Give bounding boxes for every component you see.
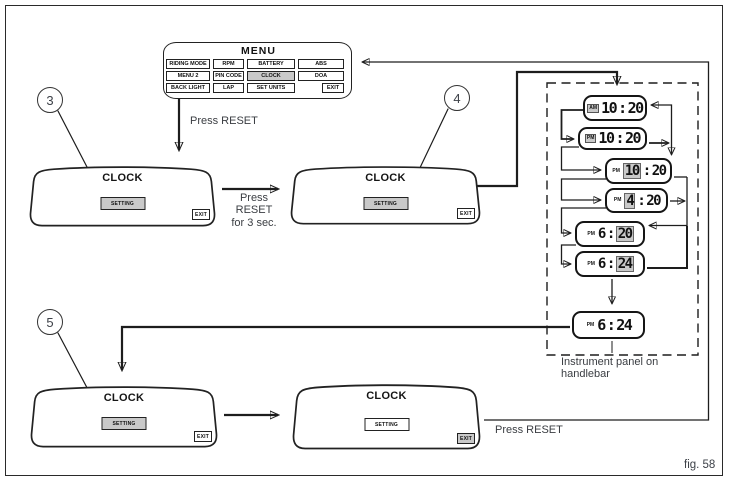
callout-step-3: 3 bbox=[37, 87, 63, 113]
menu-item-rpm: RPM bbox=[213, 59, 244, 69]
arrow-exit-return-to-menu bbox=[363, 62, 710, 421]
menu-item-clock: CLOCK bbox=[247, 71, 295, 81]
instrument-panel-dashed-frame bbox=[546, 82, 699, 356]
menu-row-2: MENU 2 PIN CODE CLOCK DOA bbox=[166, 71, 351, 81]
label-press-reset-exit: Press RESET bbox=[495, 424, 563, 436]
panel-title: CLOCK bbox=[103, 392, 145, 404]
loop-clock6-out-right bbox=[647, 226, 688, 269]
loop-back-to-clock1-right bbox=[652, 105, 673, 143]
menu-row-3: BACK LIGHT LAP SET UNITS EXIT bbox=[166, 83, 351, 93]
panel-outline bbox=[29, 166, 216, 227]
clock-panel-2: CLOCK SETTING EXIT bbox=[288, 166, 483, 225]
label-instrument-panel-line1: Instrument panel on bbox=[561, 356, 659, 368]
figure-number-label: fig. 58 bbox=[684, 459, 716, 471]
clock-panel-4: CLOCK SETTING EXIT bbox=[290, 384, 483, 450]
meridiem-label: PM bbox=[586, 321, 595, 328]
colon: : bbox=[606, 315, 616, 334]
panel-outline bbox=[292, 384, 481, 450]
clock-panel-1: CLOCK SETTING EXIT bbox=[27, 166, 218, 227]
setting-button: SETTING bbox=[363, 197, 408, 210]
setting-button: SETTING bbox=[100, 197, 145, 210]
menu-item-back-light: BACK LIGHT bbox=[166, 83, 210, 93]
callout-step-5: 5 bbox=[37, 309, 63, 335]
meridiem-label: PM bbox=[612, 167, 620, 174]
callout-step-4: 4 bbox=[444, 85, 470, 111]
menu-item-exit: EXIT bbox=[322, 83, 344, 93]
panel-title: CLOCK bbox=[102, 172, 143, 184]
hour-digits: 10 bbox=[601, 98, 618, 117]
loop-back-into-clock5-right bbox=[650, 177, 688, 226]
menu-box: MENU RIDING MODE RPM BATTERY ABS MENU 2 … bbox=[163, 42, 352, 99]
meridiem-label: PM bbox=[587, 230, 595, 237]
minute-digits: 24 bbox=[616, 315, 633, 334]
exit-button: EXIT bbox=[457, 433, 475, 444]
colon: : bbox=[642, 163, 651, 179]
colon: : bbox=[606, 256, 615, 272]
menu-item-set-units: SET UNITS bbox=[247, 83, 295, 93]
menu-item-pin-code: PIN CODE bbox=[213, 71, 244, 81]
meridiem-label: PM bbox=[584, 134, 597, 143]
hour-digits: 6 bbox=[597, 256, 606, 272]
loop-clock5-to-clock6-left bbox=[560, 244, 576, 264]
minute-digits: 20 bbox=[625, 129, 642, 147]
loop-clock3-to-clock4-left bbox=[560, 178, 606, 200]
loop-clock1-to-clock2 bbox=[560, 109, 584, 139]
exit-button: EXIT bbox=[192, 209, 210, 220]
label-press-reset-3sec: Press RESET for 3 sec. bbox=[221, 192, 287, 229]
colon: : bbox=[637, 192, 645, 209]
meridiem-label: AM bbox=[587, 103, 600, 113]
label-press-reset-3sec-line3: for 3 sec. bbox=[231, 216, 277, 229]
hour-digits: 10 bbox=[622, 163, 641, 179]
minute-digits: 24 bbox=[615, 256, 634, 272]
hour-digits: 6 bbox=[597, 226, 606, 242]
minute-digits: 20 bbox=[646, 192, 661, 209]
label-press-reset-menu: Press RESET bbox=[190, 115, 258, 127]
label-instrument-panel-line2: handlebar bbox=[561, 368, 610, 381]
colon: : bbox=[606, 226, 615, 242]
minute-digits: 20 bbox=[627, 98, 645, 117]
meridiem-label: PM bbox=[613, 197, 622, 203]
menu-item-dda: DOA bbox=[298, 71, 344, 81]
minute-digits: 20 bbox=[615, 226, 634, 242]
loop-clock4-to-clock5-left bbox=[560, 207, 606, 233]
setting-button: SETTING bbox=[101, 417, 147, 430]
hour-digits: 4 bbox=[624, 192, 636, 209]
panel-outline bbox=[30, 386, 218, 448]
clock-panel-3: CLOCK SETTING EXIT bbox=[28, 386, 220, 448]
menu-item-riding-mode: RIDING MODE bbox=[166, 59, 210, 69]
menu-item-lap: LAP bbox=[213, 83, 244, 93]
panel-title: CLOCK bbox=[365, 172, 406, 184]
exit-button: EXIT bbox=[194, 431, 212, 442]
minute-digits: 20 bbox=[651, 163, 667, 179]
menu-item-abs: ABS bbox=[298, 59, 344, 69]
hour-digits: 10 bbox=[598, 129, 615, 147]
label-press-reset-3sec-line2: RESET bbox=[235, 204, 273, 217]
label-instrument-panel: Instrument panel on handlebar bbox=[561, 356, 658, 381]
exit-button: EXIT bbox=[457, 208, 475, 219]
setting-button: SETTING bbox=[364, 418, 409, 431]
colon: : bbox=[615, 129, 624, 147]
loop-clock2-to-clock3-left bbox=[560, 146, 601, 170]
menu-row-1: RIDING MODE RPM BATTERY ABS bbox=[166, 59, 351, 69]
panel-title: CLOCK bbox=[366, 390, 407, 402]
panel-outline bbox=[290, 166, 481, 225]
arrow-lcd-final-to-panel3 bbox=[122, 325, 570, 370]
label-press-reset-3sec-line1: Press bbox=[239, 192, 269, 204]
arrow-panel2-to-lcd-cycle bbox=[452, 70, 617, 188]
hour-digits: 6 bbox=[597, 315, 606, 334]
menu-item-battery: BATTERY bbox=[247, 59, 295, 69]
menu-title: MENU bbox=[241, 45, 276, 57]
colon: : bbox=[618, 98, 627, 117]
meridiem-label: PM bbox=[587, 260, 595, 267]
menu-item-menu2: MENU 2 bbox=[166, 71, 210, 81]
